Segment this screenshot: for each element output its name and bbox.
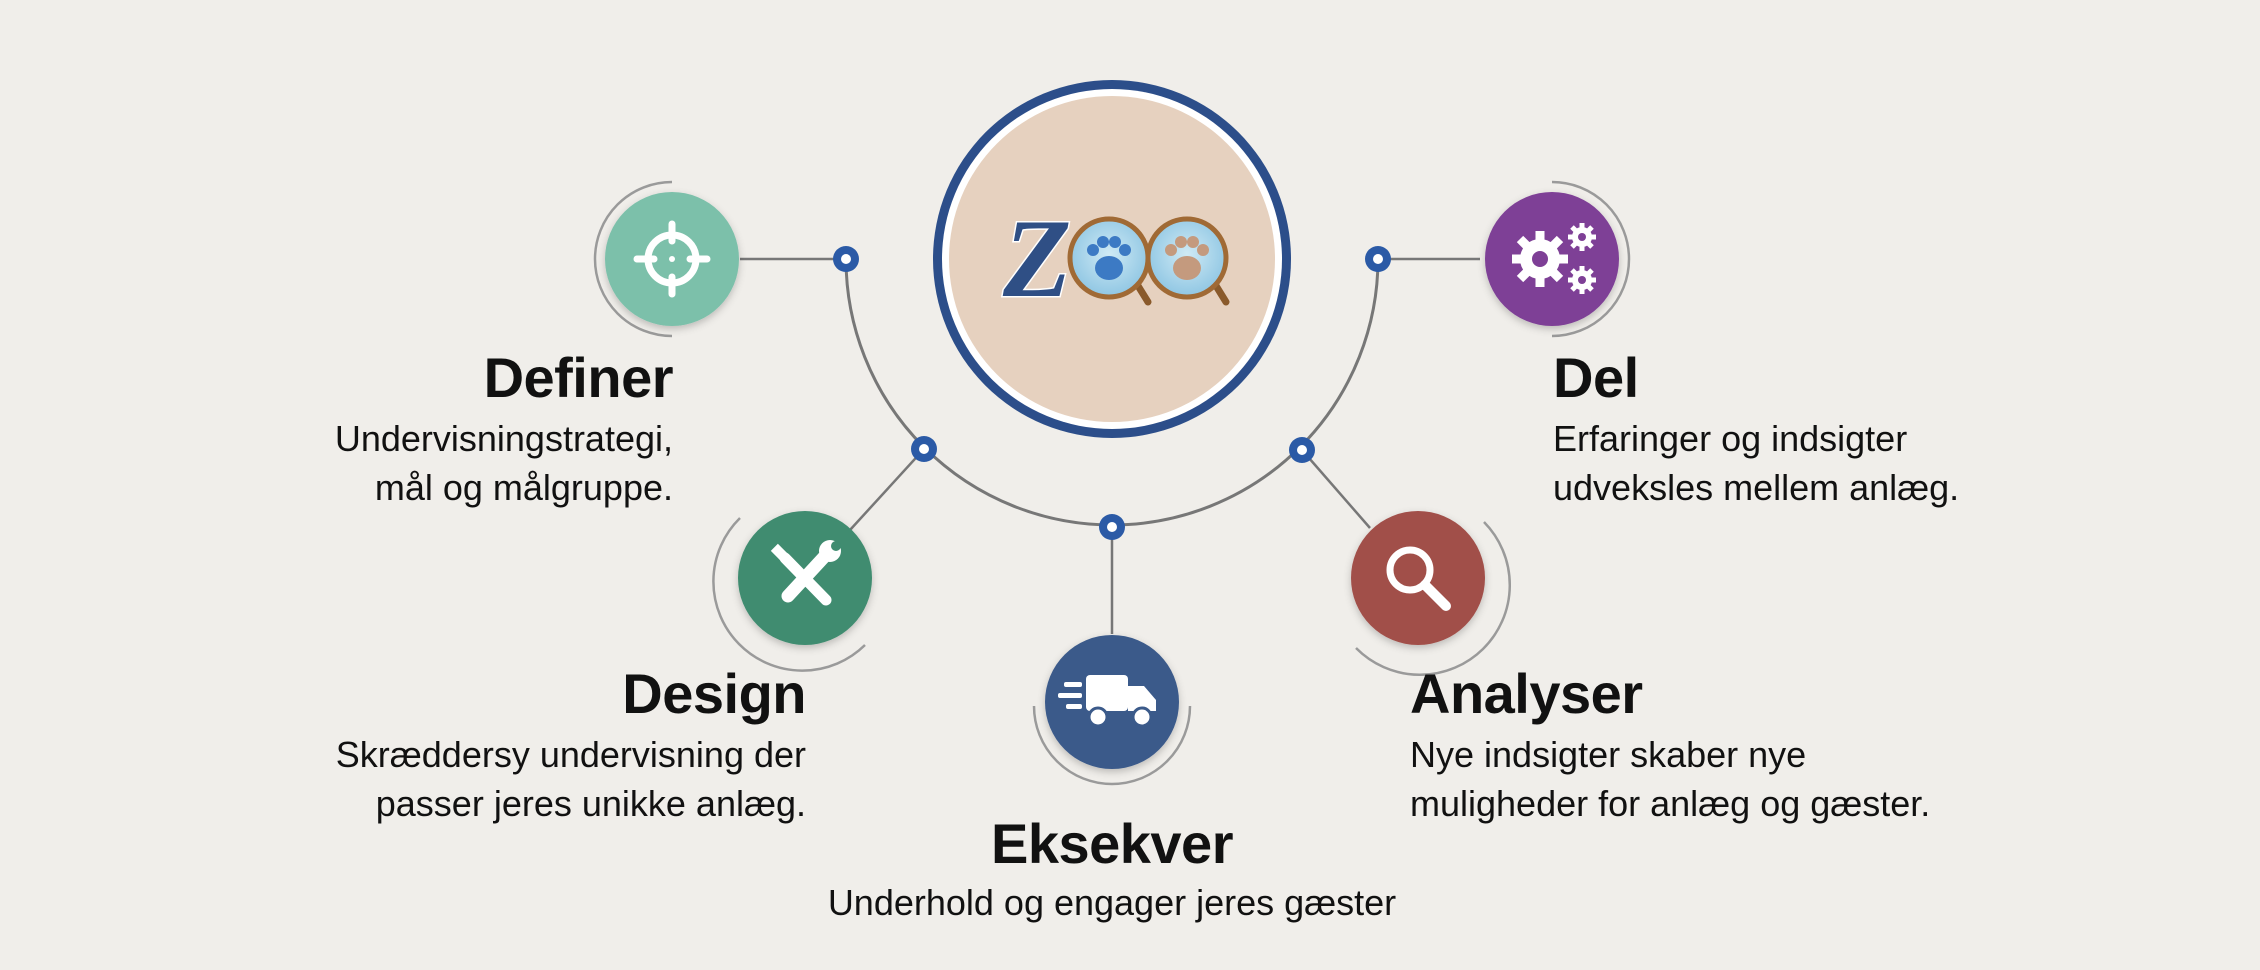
connector-line-design (849, 448, 925, 531)
zoo-logo: Z (1001, 196, 1230, 323)
step-definer-icon-group (593, 180, 739, 338)
connector-dot (1099, 514, 1125, 540)
connector-line-analyser (1301, 449, 1371, 529)
step-eksekver-title: Eksekver (990, 812, 1234, 875)
step-del-description: Erfaringer og indsigter udveksles mellem… (1553, 418, 1960, 508)
connector-dot (1289, 437, 1315, 463)
step-design: Design Skræddersy undervisning der passe… (335, 662, 807, 828)
step-definer: Definer Undervisningstrategi, mål og mål… (334, 346, 674, 512)
step-eksekver-icon-group (1032, 635, 1192, 786)
step-definer-description: Undervisningstrategi, mål og målgruppe. (334, 418, 673, 508)
gears-icon (1512, 223, 1596, 294)
step-del-icon-group (1485, 180, 1631, 338)
magnifier-icon (1386, 546, 1451, 611)
step-design-title: Design (622, 662, 806, 725)
step-definer-title: Definer (483, 346, 674, 409)
step-design-icon-group (712, 511, 872, 672)
connector-dot (911, 436, 937, 462)
step-analyser-title: Analyser (1410, 662, 1643, 725)
target-icon (633, 220, 711, 298)
connector-dot (1365, 246, 1391, 272)
connector-dot (833, 246, 859, 272)
step-eksekver-description: Underhold og engager jeres gæster (827, 882, 1397, 923)
tools-icon (770, 540, 841, 606)
step-analyser: Analyser Nye indsigter skaber nye muligh… (1410, 664, 1930, 828)
svg-text:Z: Z (1002, 197, 1071, 321)
step-analyser-icon-group (1351, 511, 1512, 677)
step-del: Del Erfaringer og indsigter udveksles me… (1553, 348, 1959, 512)
truck-icon (1058, 675, 1156, 728)
center-logo-badge: Z (933, 80, 1291, 438)
step-analyser-description: Nye indsigter skaber nye muligheder for … (1410, 734, 1931, 824)
step-design-description: Skræddersy undervisning der passer jeres… (335, 734, 806, 824)
step-del-title: Del (1553, 346, 1639, 409)
step-eksekver: Eksekver Underhold og engager jeres gæst… (712, 814, 1512, 927)
